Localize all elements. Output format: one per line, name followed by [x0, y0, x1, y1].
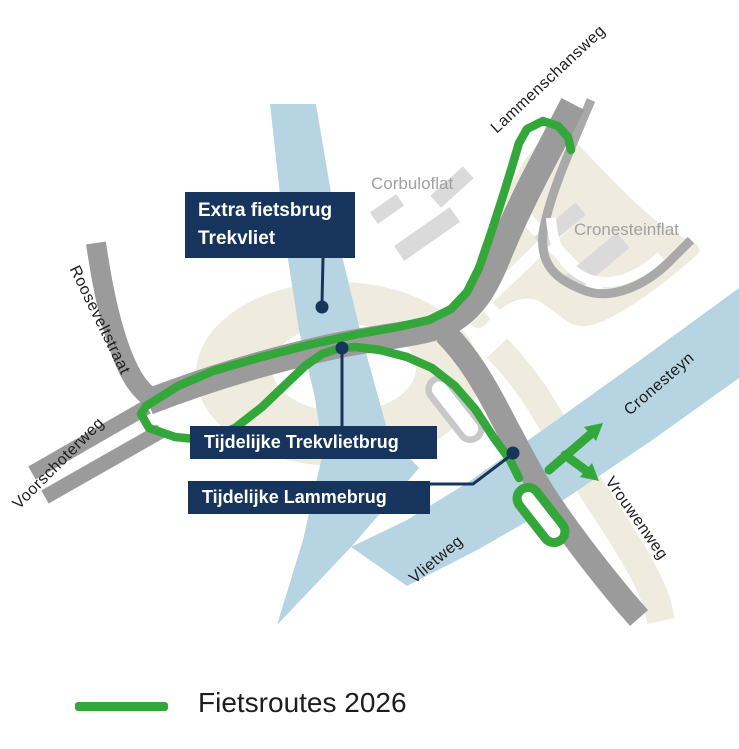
anchor-dot-lammebrug	[506, 446, 520, 460]
legend-label: Fietsroutes 2026	[198, 687, 407, 718]
arrow-ne-stem	[544, 428, 597, 475]
callout-extra-line2: Trekvliet	[198, 228, 276, 249]
fietsroute-line	[136, 116, 576, 483]
area-label-corbuloflat: Corbuloflat	[371, 174, 454, 193]
arrow-se-head	[580, 463, 599, 481]
rooseveltstraat-road	[86, 241, 159, 408]
fietsroute-turn-loop	[512, 482, 570, 548]
building	[393, 207, 461, 261]
vliet-water	[351, 288, 739, 586]
callout-trekvlietbrug-label: Tijdelijke Trekvlietbrug	[204, 432, 399, 452]
area-label-cronesteinflat: Cronesteinflat	[574, 220, 679, 239]
loop-inner-path	[546, 217, 665, 288]
leader-lammebrug	[430, 454, 511, 486]
leader-extra-fietsbrug	[320, 257, 325, 304]
anchor-dot-extra-fietsbrug	[315, 300, 329, 314]
lammebrug-road	[436, 324, 649, 626]
anchor-dot-trekvlietbrug	[335, 341, 349, 355]
legend: Fietsroutes 2026	[0, 680, 739, 740]
cycle-routes	[136, 116, 603, 548]
europaweg-lammenschansweg-road	[143, 97, 585, 415]
callout-extra-fietsbrug: Extra fietsbrug Trekvliet	[185, 192, 355, 258]
building	[369, 194, 405, 224]
callout-leaders	[315, 257, 520, 486]
arrow-se-stem	[560, 450, 593, 477]
park-path	[445, 263, 542, 362]
legend-route-swatch	[75, 702, 168, 711]
arrow-ne-head	[584, 423, 603, 441]
callout-tijdelijke-trekvlietbrug: Tijdelijke Trekvlietbrug	[190, 426, 437, 459]
building	[430, 166, 474, 208]
voorschoterweg-road-north	[28, 400, 151, 480]
roads	[28, 97, 649, 626]
callout-lammebrug-label: Tijdelijke Lammebrug	[202, 487, 387, 507]
callout-tijdelijke-lammebrug: Tijdelijke Lammebrug	[188, 481, 430, 514]
cronesteinflat-loop-road	[538, 98, 695, 299]
voorschoterweg-road-south	[41, 424, 165, 504]
callout-extra-line1: Extra fietsbrug	[198, 200, 333, 221]
route-direction-arrows	[544, 423, 603, 481]
